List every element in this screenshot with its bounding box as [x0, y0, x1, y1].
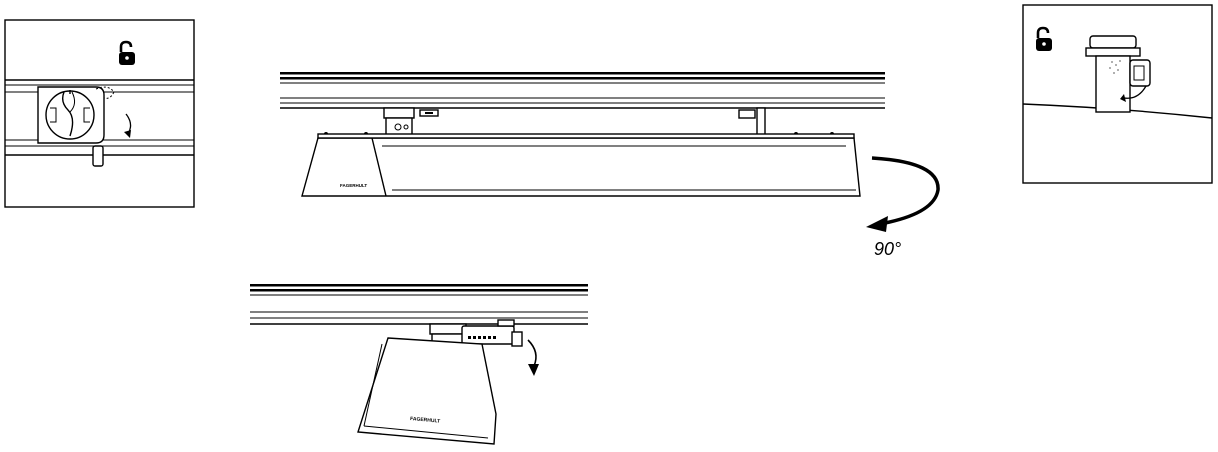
- detail-panel-left: [4, 19, 195, 208]
- brand-logo: FAGERHULT: [410, 416, 441, 425]
- track-rail: [250, 284, 588, 325]
- rotation-angle-label: 90°: [874, 239, 901, 259]
- track-adapter: [738, 107, 766, 137]
- rotation-arrow-icon: [527, 339, 539, 376]
- track-rail: [280, 72, 885, 109]
- luminaire-rotated: FAGERHULT: [250, 284, 588, 445]
- luminaire-on-track: FAGERHULT: [280, 72, 885, 197]
- unlock-icon: [119, 40, 135, 65]
- detail-panel-right: [1022, 4, 1213, 184]
- rotation-arrow-icon: [124, 113, 132, 138]
- rotation-arrow-icon: [1120, 85, 1147, 102]
- unlock-icon: [1036, 26, 1052, 51]
- rotation-arrow-icon: [866, 156, 940, 232]
- brand-logo: FAGERHULT: [340, 183, 367, 188]
- track-adapter: [383, 107, 439, 137]
